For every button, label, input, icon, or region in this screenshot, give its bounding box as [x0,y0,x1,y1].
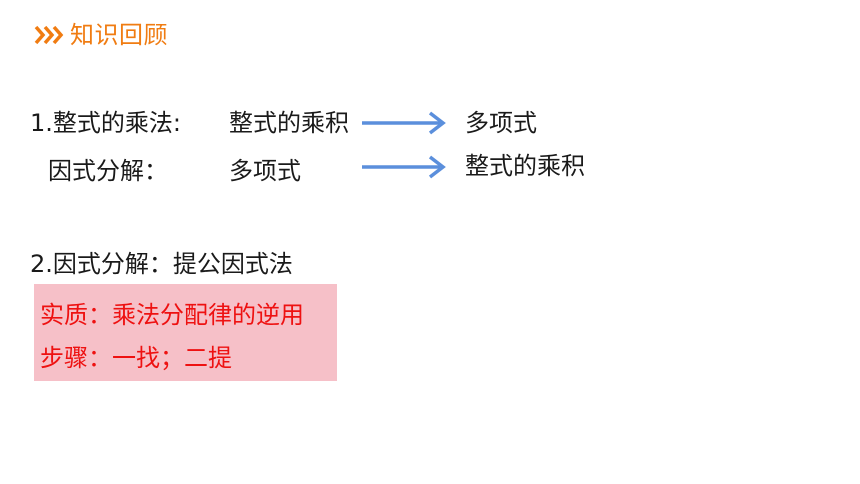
page-title: 知识回顾 [70,21,168,49]
highlight-box: 实质：乘法分配律的逆用 步骤：一找；二提 [34,284,337,381]
row2-from: 多项式 [229,157,301,185]
row1-arrow-icon [362,111,446,135]
highlight-line-essence: 实质：乘法分配律的逆用 [40,301,304,329]
section2-title: 2.因式分解：提公因式法 [30,250,293,278]
row1-to: 多项式 [465,109,537,137]
triple-chevron-right-icon [34,25,64,45]
row2-to: 整式的乘积 [465,152,585,180]
row2-arrow-icon [362,155,446,179]
header: 知识回顾 [34,18,168,52]
row1-label: 1.整式的乘法: [30,109,181,137]
highlight-line-steps: 步骤：一找；二提 [40,344,232,372]
row2-label: 因式分解： [48,157,168,185]
row1-from: 整式的乘积 [229,109,349,137]
